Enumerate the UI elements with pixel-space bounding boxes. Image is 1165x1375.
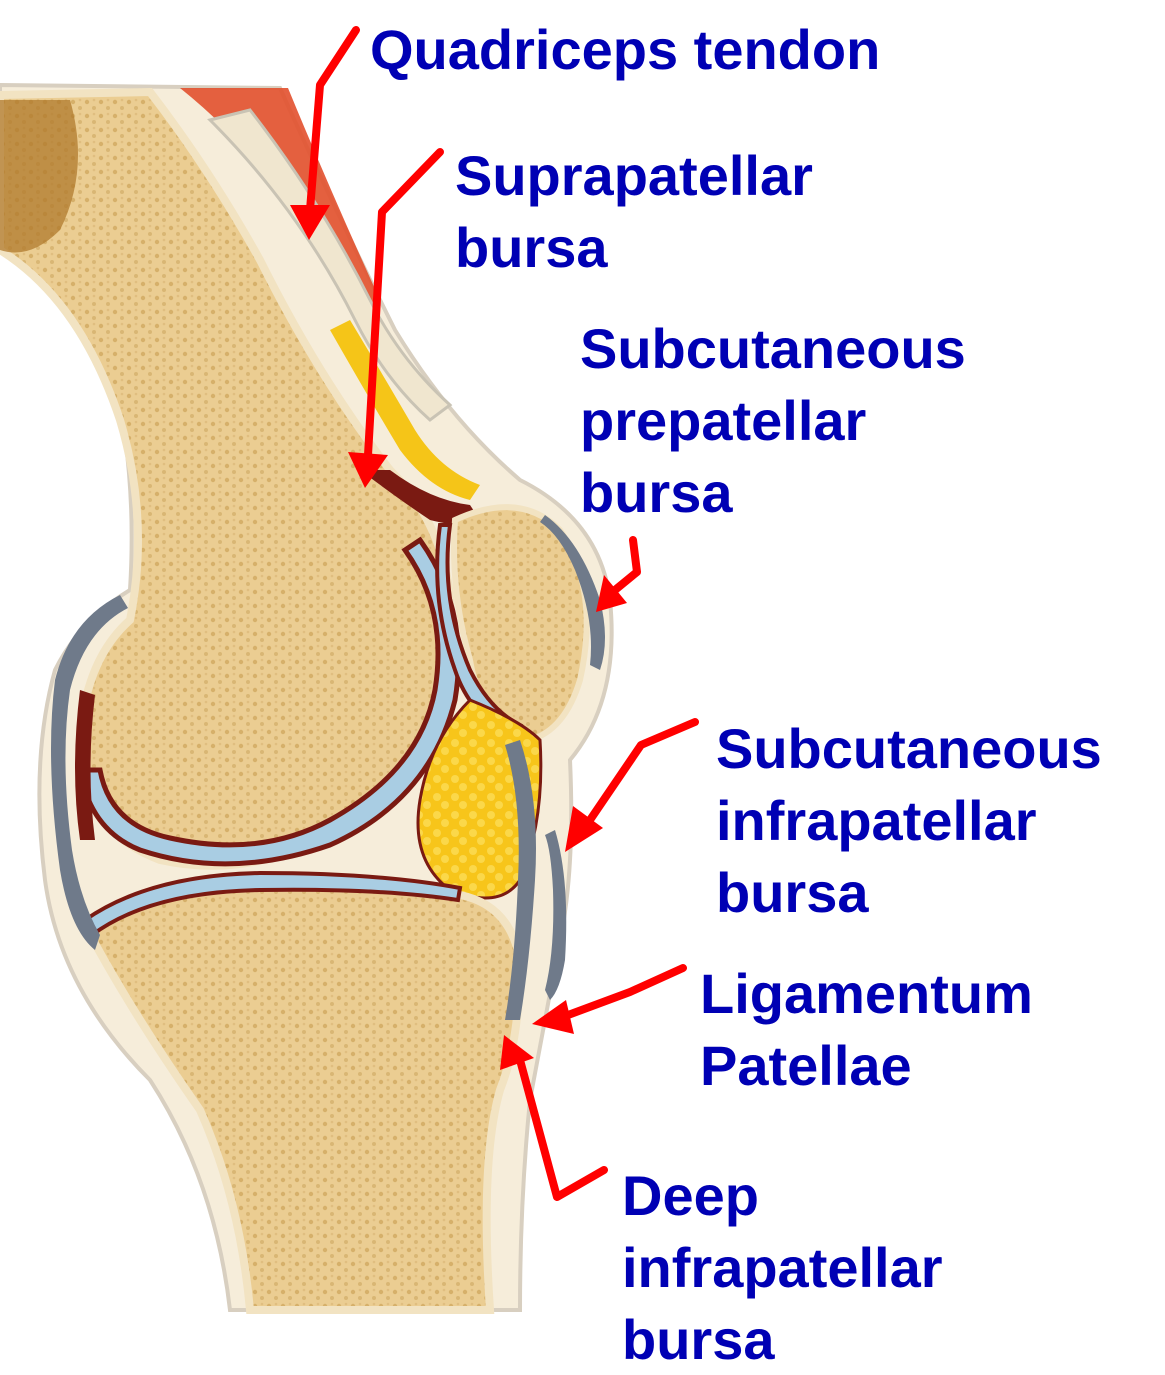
label-line: infrapatellar bbox=[716, 785, 1102, 857]
label-ligamentum-patellae: Ligamentum Patellae bbox=[700, 958, 1033, 1102]
label-line: Ligamentum bbox=[700, 958, 1033, 1030]
label-line: bursa bbox=[455, 212, 813, 284]
label-line: Subcutaneous bbox=[716, 713, 1102, 785]
label-quadriceps-tendon: Quadriceps tendon bbox=[370, 14, 880, 86]
label-subcutaneous-prepatellar-bursa: Subcutaneous prepatellar bursa bbox=[580, 313, 966, 529]
label-line: prepatellar bbox=[580, 385, 966, 457]
deep-infrapatellar-bursa-arrow bbox=[520, 1060, 604, 1197]
label-subcutaneous-infrapatellar-bursa: Subcutaneous infrapatellar bursa bbox=[716, 713, 1102, 929]
label-line: Subcutaneous bbox=[580, 313, 966, 385]
quadriceps-tendon-arrowhead bbox=[290, 205, 330, 240]
prepatellar-bursa-arrow bbox=[615, 540, 637, 590]
label-line: bursa bbox=[580, 457, 966, 529]
arrowheads bbox=[290, 205, 627, 1070]
label-line: Deep bbox=[622, 1160, 943, 1232]
quadriceps-tendon-arrow bbox=[310, 30, 356, 210]
label-line: Suprapatellar bbox=[455, 140, 813, 212]
ligamentum-patellae-arrowhead bbox=[532, 1000, 574, 1034]
label-line: Quadriceps tendon bbox=[370, 14, 880, 86]
ligamentum-patellae-arrow bbox=[560, 968, 683, 1018]
suprapatellar-bursa-arrow bbox=[368, 152, 440, 455]
subcutaneous-infrapatellar-bursa-arrow bbox=[590, 722, 695, 820]
label-line: Patellae bbox=[700, 1030, 1033, 1102]
label-line: bursa bbox=[716, 857, 1102, 929]
deep-infrapatellar-bursa-arrowhead bbox=[500, 1035, 534, 1070]
suprapatellar-bursa-arrowhead bbox=[348, 452, 388, 488]
label-line: bursa bbox=[622, 1304, 943, 1375]
label-deep-infrapatellar-bursa: Deep infrapatellar bursa bbox=[622, 1160, 943, 1375]
label-suprapatellar-bursa: Suprapatellar bursa bbox=[455, 140, 813, 284]
label-line: infrapatellar bbox=[622, 1232, 943, 1304]
